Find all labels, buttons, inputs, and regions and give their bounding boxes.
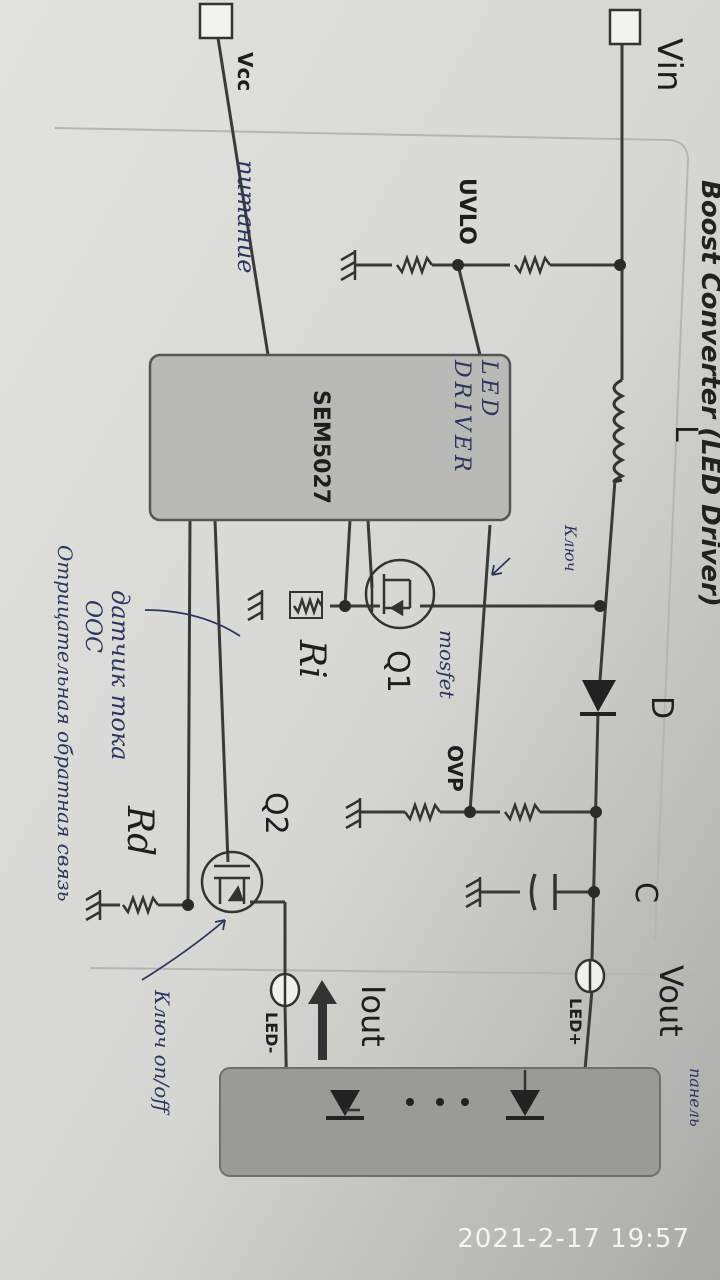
iout-arrow <box>308 980 337 1060</box>
inductor-label: L <box>668 425 703 442</box>
junction-dots <box>182 259 626 911</box>
vin-terminal <box>608 8 642 46</box>
q1-mosfet <box>364 558 436 630</box>
note-rd: Rd <box>119 805 160 856</box>
note-panel: панель <box>686 1068 705 1127</box>
note-power: питание <box>232 160 260 273</box>
note-current-sensor: датчик тока <box>106 590 134 760</box>
led-connectors <box>269 958 606 1008</box>
diode-symbol <box>580 680 616 716</box>
chip-body <box>148 353 512 522</box>
ground-symbols <box>85 250 482 922</box>
iout-label: Iout <box>354 985 392 1047</box>
diode-label: D <box>644 696 679 719</box>
chip-label: SEM5027 <box>308 390 333 504</box>
vcc-terminal <box>198 2 234 40</box>
note-ooc: ООС <box>80 600 105 653</box>
note-led-driver-2: DRIVER <box>449 359 474 475</box>
capacitor-label: C <box>628 882 663 903</box>
inductor-symbol <box>612 378 626 483</box>
led-plus-label: LED+ <box>566 998 585 1046</box>
q1-label: Q1 <box>380 650 415 693</box>
note-ri: Ri <box>291 639 332 679</box>
q2-mosfet <box>200 850 264 914</box>
note-key: Ключ <box>561 524 580 572</box>
uvlo-label: UVLO <box>454 178 479 245</box>
q2-label: Q2 <box>258 792 293 835</box>
note-key-onoff: Ключ on/off <box>150 989 174 1116</box>
diagram-title: Boost Converter (LED Driver) <box>695 180 720 607</box>
handwritten-arrows <box>141 557 511 981</box>
photo-timestamp: 2021-2-17 19:57 <box>457 1224 690 1254</box>
note-led-driver-1: LED <box>476 359 501 420</box>
led-minus-label: LED- <box>262 1012 281 1053</box>
vin-label: Vin <box>649 38 689 92</box>
ovp-label: OVP <box>443 745 467 792</box>
vout-label: Vout <box>652 965 690 1037</box>
note-negative-feedback: Отрицательная обратная связь <box>53 545 77 902</box>
capacitor-symbol <box>529 873 557 911</box>
note-mosfet: mosfet <box>435 630 459 700</box>
vcc-label: Vcc <box>233 52 257 91</box>
led-panel <box>219 1067 661 1177</box>
resistors <box>121 254 552 916</box>
